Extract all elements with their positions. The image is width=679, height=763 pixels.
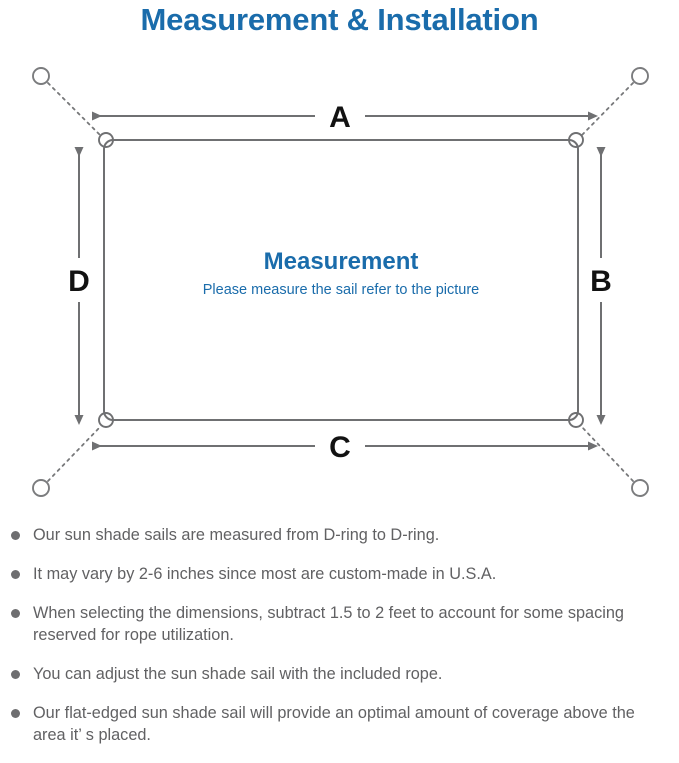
dimension-a-label: A [329, 101, 351, 134]
note-text: You can adjust the sun shade sail with t… [33, 665, 443, 683]
anchor-points [32, 67, 649, 497]
list-item: Our sun shade sails are measured from D-… [0, 524, 679, 546]
d-rings [98, 132, 584, 428]
list-item: You can adjust the sun shade sail with t… [0, 663, 679, 685]
rope-line-top-left [47, 82, 102, 137]
dimension-d: D [68, 147, 90, 425]
dimension-d-label: D [68, 265, 90, 298]
bullet-icon [11, 670, 20, 679]
dimension-c-label: C [329, 431, 351, 464]
page-title: Measurement & Installation [140, 2, 539, 37]
dimension-a: A [92, 101, 598, 134]
note-text: Our flat-edged sun shade sail will provi… [33, 704, 635, 744]
note-text: Our sun shade sails are measured from D-… [33, 526, 440, 544]
anchor-bottom-left-icon [32, 479, 50, 497]
d-ring-top-left-icon [98, 132, 114, 148]
bullet-icon [11, 609, 20, 618]
note-text: It may vary by 2-6 inches since most are… [33, 565, 497, 583]
anchor-top-left-icon [32, 67, 50, 85]
measurement-diagram: A C D B Measurement Please measure the s… [0, 50, 679, 515]
d-ring-bottom-left-icon [98, 412, 114, 428]
bullet-icon [11, 570, 20, 579]
d-ring-bottom-right-icon [568, 412, 584, 428]
rope-line-top-right [580, 82, 634, 137]
note-text: When selecting the dimensions, subtract … [33, 604, 624, 644]
d-ring-top-right-icon [568, 132, 584, 148]
sail-body [103, 139, 579, 421]
dimension-c: C [92, 431, 598, 464]
notes-list: Our sun shade sails are measured from D-… [0, 524, 679, 763]
list-item: When selecting the dimensions, subtract … [0, 602, 679, 646]
bullet-icon [11, 531, 20, 540]
diagram-center-heading: Measurement [264, 248, 419, 275]
rope-lines [47, 82, 634, 482]
anchor-top-right-icon [631, 67, 649, 85]
bullet-icon [11, 709, 20, 718]
rope-line-bottom-left [47, 425, 102, 482]
dimension-b: B [590, 147, 612, 425]
diagram-center-subheading: Please measure the sail refer to the pic… [203, 282, 479, 298]
list-item: It may vary by 2-6 inches since most are… [0, 563, 679, 585]
rope-line-bottom-right [580, 425, 634, 482]
list-item: Our flat-edged sun shade sail will provi… [0, 702, 679, 746]
anchor-bottom-right-icon [631, 479, 649, 497]
dimension-b-label: B [590, 265, 612, 298]
